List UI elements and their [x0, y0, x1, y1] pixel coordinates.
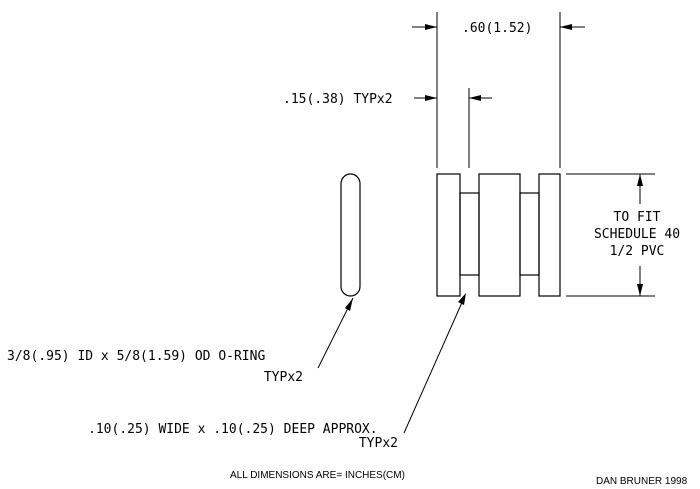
oring-note-line2: TYPx2 — [264, 370, 303, 385]
fit-note-line3: 1/2 PVC — [610, 244, 665, 259]
fit-note-line2: SCHEDULE 40 — [594, 227, 680, 242]
oring-outline — [340, 173, 361, 297]
oring-leader — [317, 297, 354, 369]
units-note: ALL DIMENSIONS ARE= INCHES(CM) — [230, 470, 405, 481]
credit-note: DAN BRUNER 1998 — [596, 476, 688, 487]
plug-body — [436, 173, 561, 297]
fit-note-line1: TO FIT — [614, 210, 661, 225]
flange-thickness-dimension — [414, 88, 492, 168]
overall-width-label: .60(1.52) — [462, 21, 532, 36]
plug-center-land — [478, 173, 521, 297]
plug-left-groove — [459, 192, 480, 276]
plug-right-flange — [538, 173, 561, 297]
groove-note-line2: TYPx2 — [359, 436, 398, 451]
plug-left-flange — [436, 173, 461, 297]
groove-leader — [403, 293, 466, 434]
oring-note-line1: 3/8(.95) ID x 5/8(1.59) OD O-RING — [7, 349, 265, 364]
flange-thickness-label: .15(.38) TYPx2 — [283, 92, 393, 107]
overall-width-dimension — [412, 12, 585, 168]
groove-note-line1: .10(.25) WIDE x .10(.25) DEEP APPROX. — [88, 422, 378, 437]
plug-right-groove — [519, 192, 540, 276]
fit-height-dimension — [566, 173, 655, 297]
